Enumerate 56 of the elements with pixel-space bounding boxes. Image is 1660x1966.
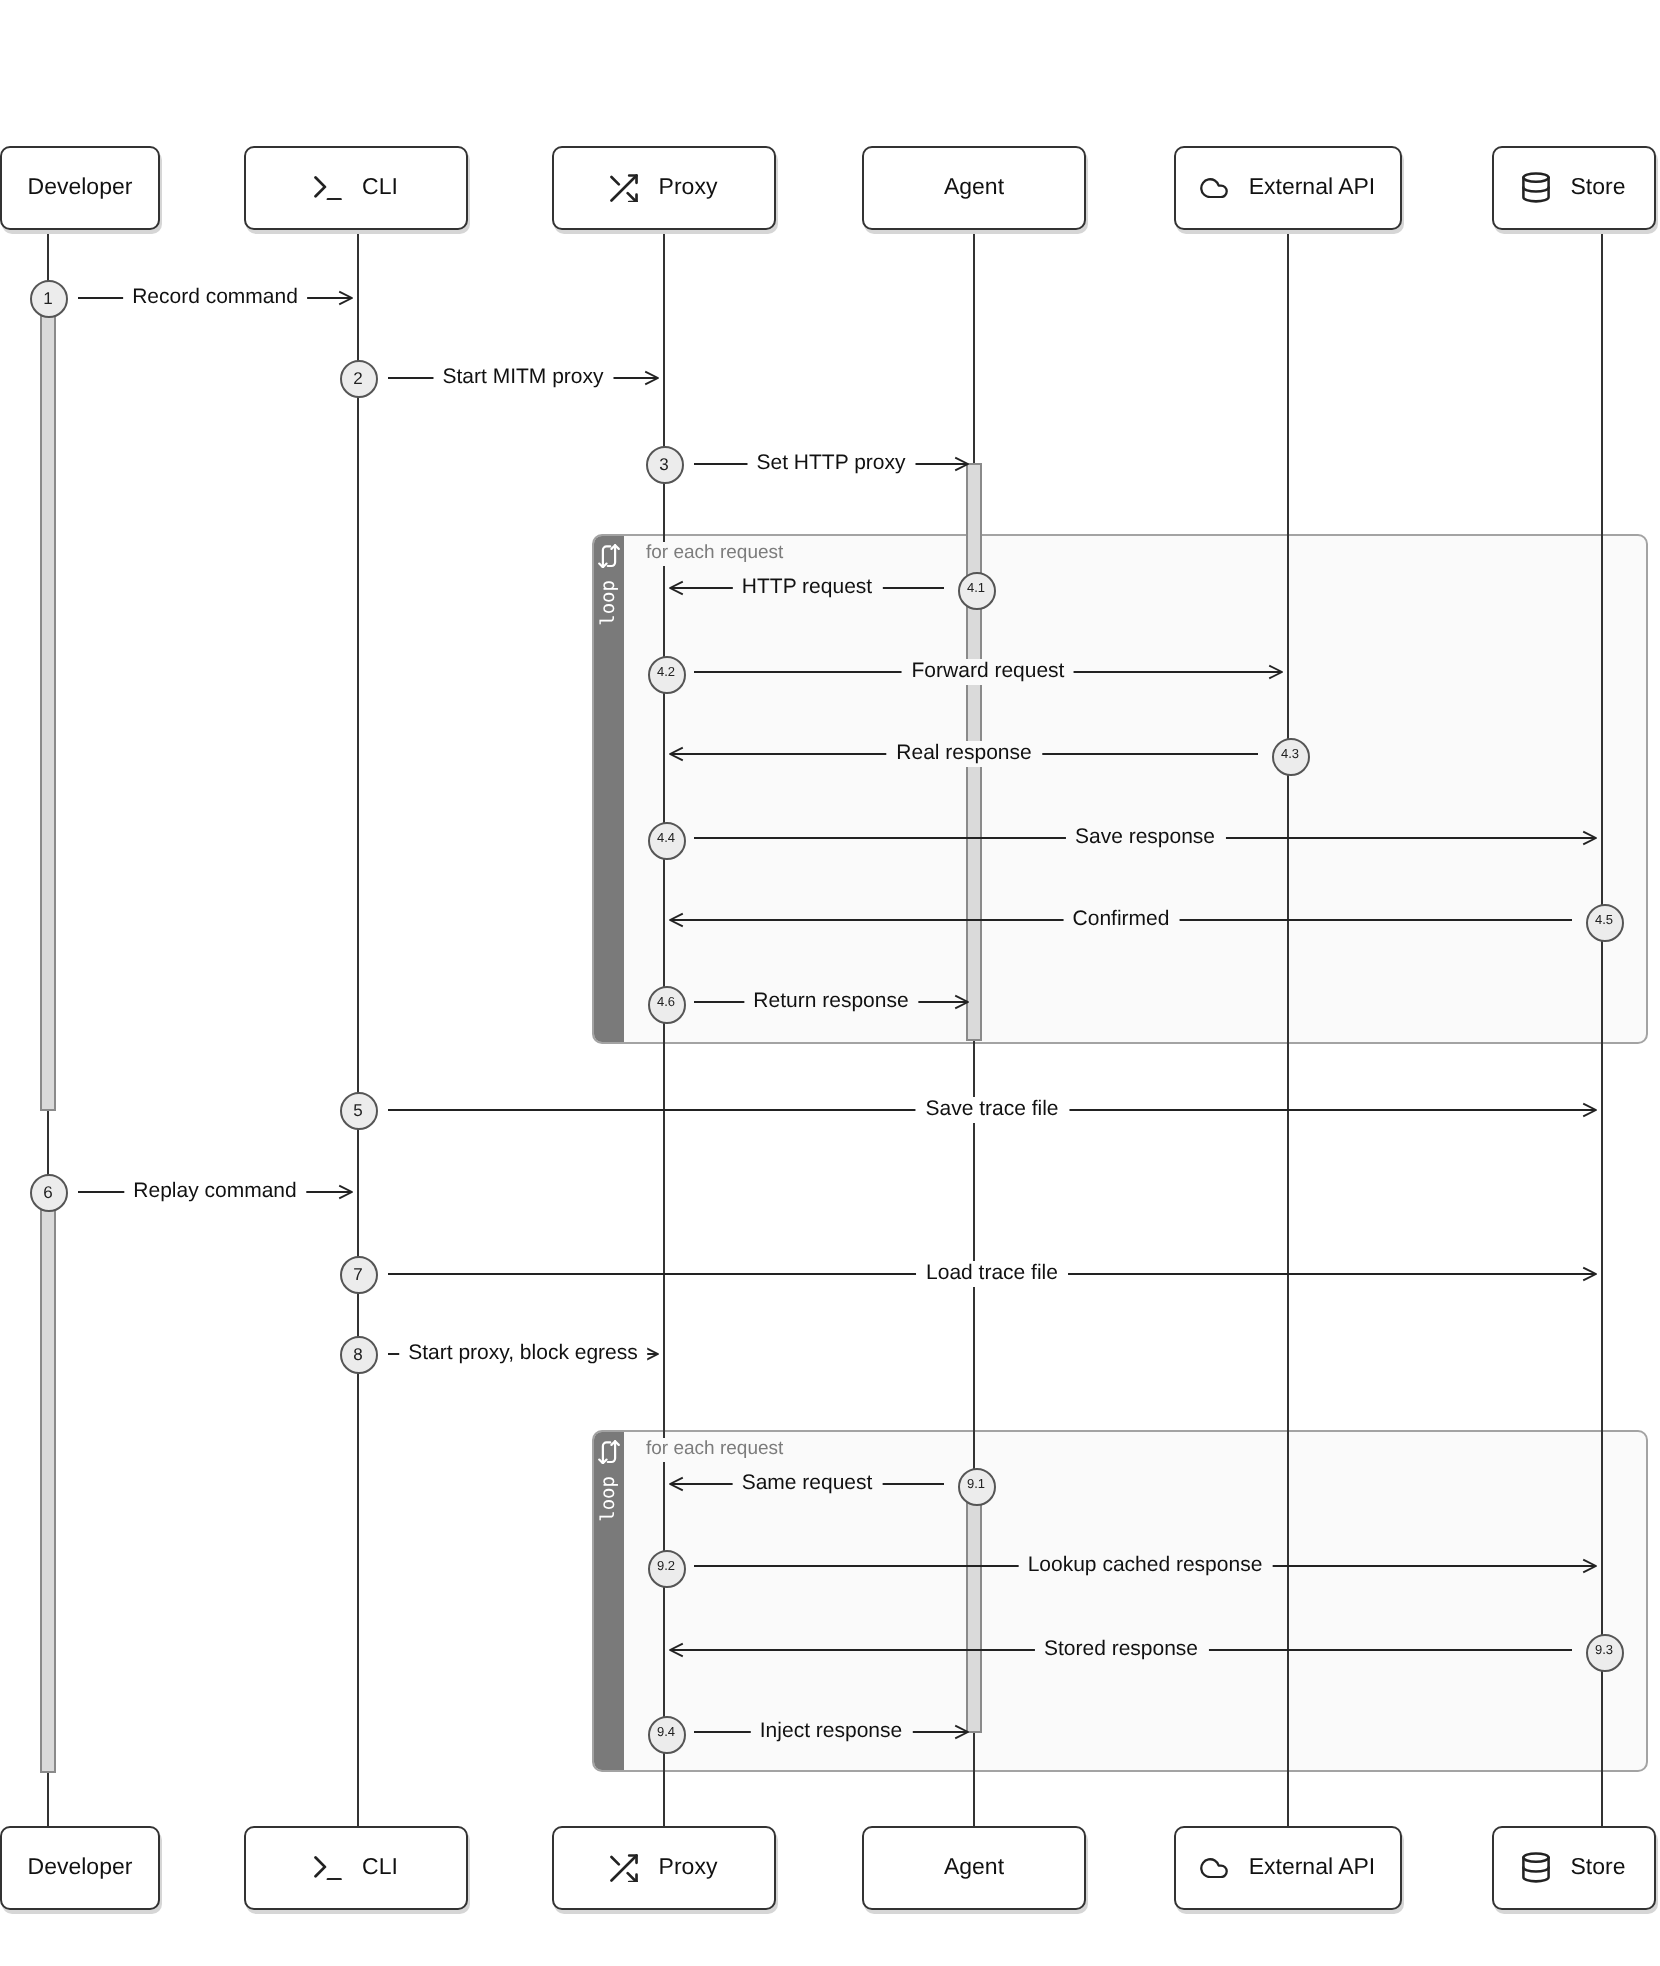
- participant-name: External API: [1248, 174, 1376, 202]
- step-number: 7: [339, 1255, 377, 1293]
- lifeline: [1287, 229, 1289, 1827]
- participant-box: [244, 1826, 468, 1910]
- step-number: 3: [645, 445, 683, 483]
- message-label: Lookup cached response: [1017, 1553, 1273, 1579]
- participant-name: Agent: [943, 174, 1005, 202]
- message-label: Return response: [743, 989, 919, 1015]
- message-label: Set HTTP proxy: [746, 451, 916, 477]
- loop-frame: [592, 534, 1648, 1044]
- loop-keyword: loop: [598, 580, 620, 626]
- participant-box: [862, 1826, 1086, 1910]
- participant-box: [862, 146, 1086, 230]
- message-label: Real response: [886, 741, 1042, 767]
- participant-name: Agent: [943, 1854, 1005, 1882]
- loop-condition: for each request: [646, 1438, 784, 1462]
- participant-name: External API: [1248, 1854, 1376, 1882]
- participant-box: [1174, 1826, 1402, 1910]
- participant-name: Developer: [27, 174, 133, 202]
- participant-box: [244, 146, 468, 230]
- participant-name: CLI: [362, 1854, 398, 1882]
- step-number: 2: [339, 359, 377, 397]
- step-number: 6: [29, 1173, 67, 1211]
- lifeline: [663, 229, 665, 1827]
- message-label: Stored response: [1033, 1637, 1209, 1663]
- loop-frame: [592, 1430, 1648, 1772]
- message-label: Inject response: [749, 1719, 913, 1745]
- participant-box: [1492, 1826, 1656, 1910]
- message-label: Save response: [1064, 825, 1226, 851]
- loop-condition: for each request: [646, 542, 784, 566]
- step-number: 5: [339, 1091, 377, 1129]
- message-label: Same request: [731, 1471, 883, 1497]
- participant-name: Store: [1570, 174, 1626, 202]
- message-label: Forward request: [901, 659, 1075, 685]
- participant-box: [0, 146, 160, 230]
- participant-box: [552, 146, 776, 230]
- participant-box: [1174, 146, 1402, 230]
- lifeline: [357, 229, 359, 1827]
- participant-name: CLI: [362, 174, 398, 202]
- loop-keyword: loop: [598, 1476, 620, 1522]
- message-label: Start proxy, block egress: [398, 1341, 648, 1367]
- message-label: Replay command: [123, 1179, 307, 1205]
- participant-box: [0, 1826, 160, 1910]
- participant-name: Proxy: [658, 174, 718, 202]
- lifeline: [1601, 229, 1603, 1827]
- participant-name: Store: [1570, 1854, 1626, 1882]
- message-label: Start MITM proxy: [432, 365, 614, 391]
- message-label: Save trace file: [915, 1097, 1069, 1123]
- step-number: 1: [29, 279, 67, 317]
- participant-box: [1492, 146, 1656, 230]
- step-number: 8: [339, 1335, 377, 1373]
- participant-name: Developer: [27, 1854, 133, 1882]
- participant-name: Proxy: [658, 1854, 718, 1882]
- participant-box: [552, 1826, 776, 1910]
- message-label: Load trace file: [916, 1261, 1068, 1287]
- message-label: HTTP request: [731, 575, 883, 601]
